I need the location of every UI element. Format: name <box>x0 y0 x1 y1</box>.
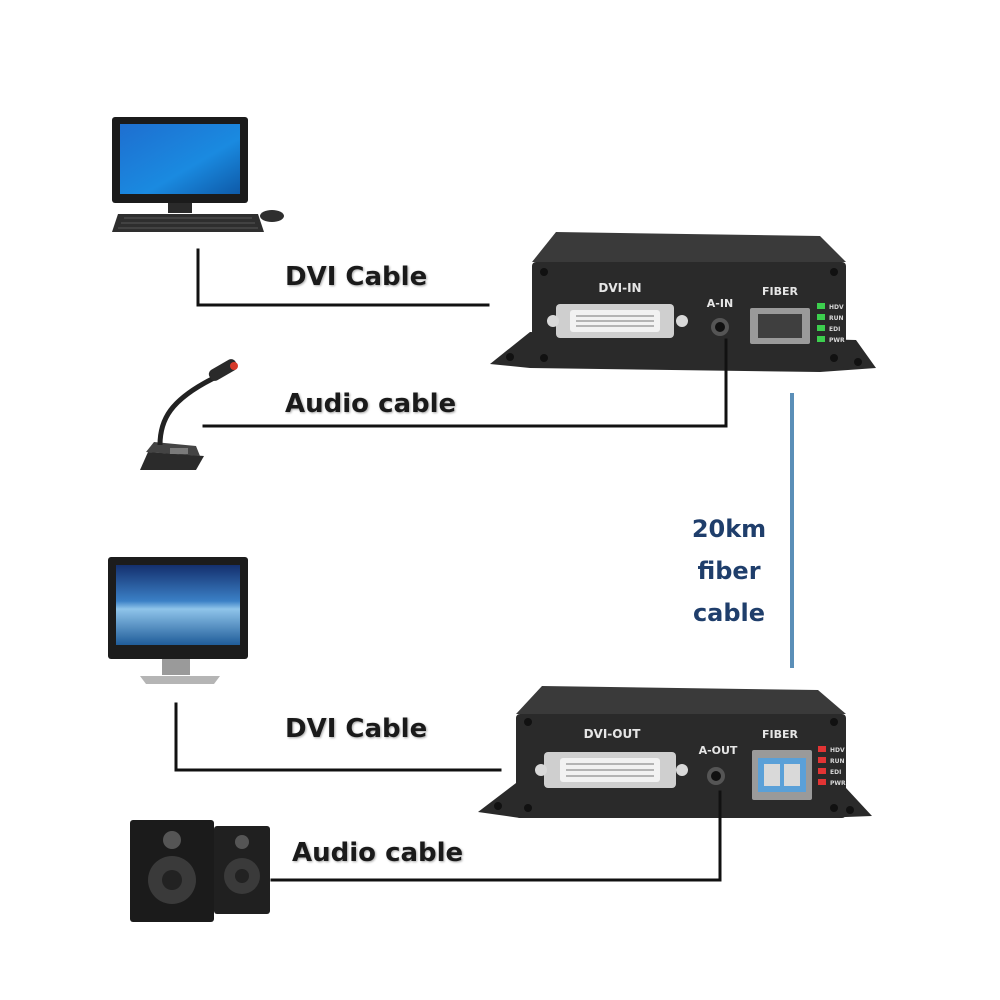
led-label: EDI <box>830 769 841 776</box>
port-label-dvi-in: DVI-IN <box>598 281 641 295</box>
dvi-cable-bottom-line <box>174 702 502 772</box>
audio-cable-label-bottom: Audio cable <box>292 838 464 868</box>
port-label-fiber-rx: FIBER <box>762 728 799 741</box>
audio-cable-top-line <box>202 338 728 428</box>
led-label: HDV <box>830 747 845 754</box>
port-label-a-in: A-IN <box>707 297 733 310</box>
speakers-icon <box>130 820 270 922</box>
transmitter-leds <box>817 303 825 342</box>
led-label: PWR <box>829 337 845 344</box>
dvi-cable-top-line <box>196 248 490 307</box>
port-label-a-out: A-OUT <box>699 744 738 757</box>
dvi-cable-label-bottom: DVI Cable <box>285 714 428 744</box>
led-label: PWR <box>830 780 846 787</box>
audio-cable-bottom-line <box>270 790 722 882</box>
fiber-cable-label: 20km fiber cable <box>669 508 789 634</box>
receiver-leds <box>818 746 826 785</box>
audio-cable-label-top: Audio cable <box>285 389 457 419</box>
fiber-label-line: fiber <box>697 557 761 585</box>
computer-icon <box>112 117 284 232</box>
led-label: EDI <box>829 326 840 333</box>
led-label: RUN <box>829 315 844 322</box>
microphone-icon <box>140 359 238 470</box>
port-label-fiber-tx: FIBER <box>762 285 799 298</box>
port-label-dvi-out: DVI-OUT <box>584 727 642 741</box>
led-label: RUN <box>830 758 845 765</box>
receiver-device: DVI-OUT A-OUT FIBER HDV RUN EDI PWR <box>478 686 872 818</box>
led-label: HDV <box>829 304 844 311</box>
monitor-icon <box>108 557 248 684</box>
transmitter-device: DVI-IN A-IN FIBER HDV RUN EDI PWR <box>490 232 876 372</box>
fiber-label-line: cable <box>692 599 766 627</box>
fiber-label-line: 20km <box>691 515 767 543</box>
dvi-cable-label-top: DVI Cable <box>285 262 428 292</box>
